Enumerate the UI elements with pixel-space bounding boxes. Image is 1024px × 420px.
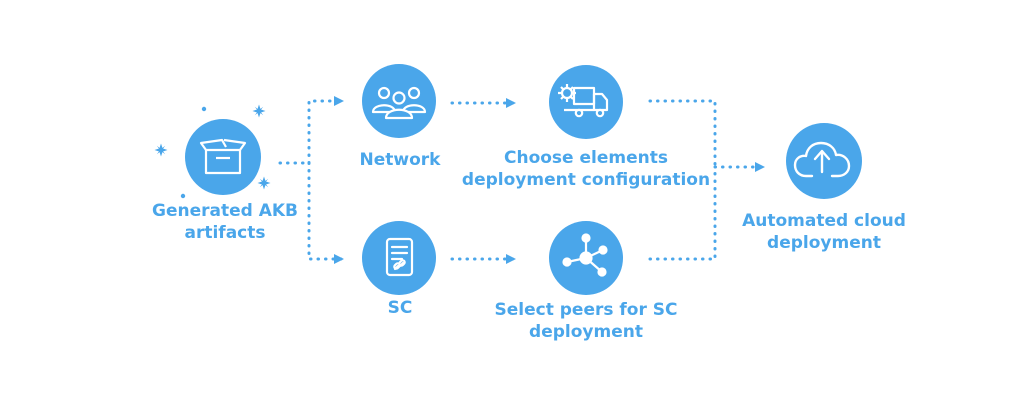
cloud-upload-icon (793, 141, 851, 178)
sc-label: SC (387, 298, 413, 318)
sparkle-dot-icon (180, 193, 186, 199)
choose-label: Choose elements deployment configuration (461, 148, 711, 190)
sparkle-decorations (154, 104, 271, 199)
sparkle-icon (154, 143, 168, 157)
network-label: Network (359, 150, 441, 170)
people-group-icon (371, 86, 427, 120)
open-box-icon (199, 138, 247, 175)
sparkle-dot-icon (201, 106, 207, 112)
connector-branch-to-network (307, 96, 345, 165)
connector-choose-to-merge (648, 99, 717, 169)
artifacts-label: Generated AKB artifacts (151, 201, 298, 243)
connector-branch-to-sc (307, 161, 345, 264)
sparkle-icon (257, 176, 271, 190)
sc-node (362, 221, 436, 295)
cloud-node (786, 123, 862, 199)
network-node (362, 64, 436, 138)
contract-document-icon (385, 237, 414, 277)
sparkle-icon (252, 104, 266, 118)
select-node (549, 221, 623, 295)
network-hub-icon (562, 233, 608, 277)
gear-truck-icon (558, 84, 609, 118)
select-label: Select peers for SC deployment (494, 300, 678, 342)
artifacts-node (185, 119, 261, 195)
choose-node (549, 65, 623, 139)
connector-select-to-merge (648, 165, 717, 261)
cloud-label: Automated cloud deployment (742, 211, 906, 253)
